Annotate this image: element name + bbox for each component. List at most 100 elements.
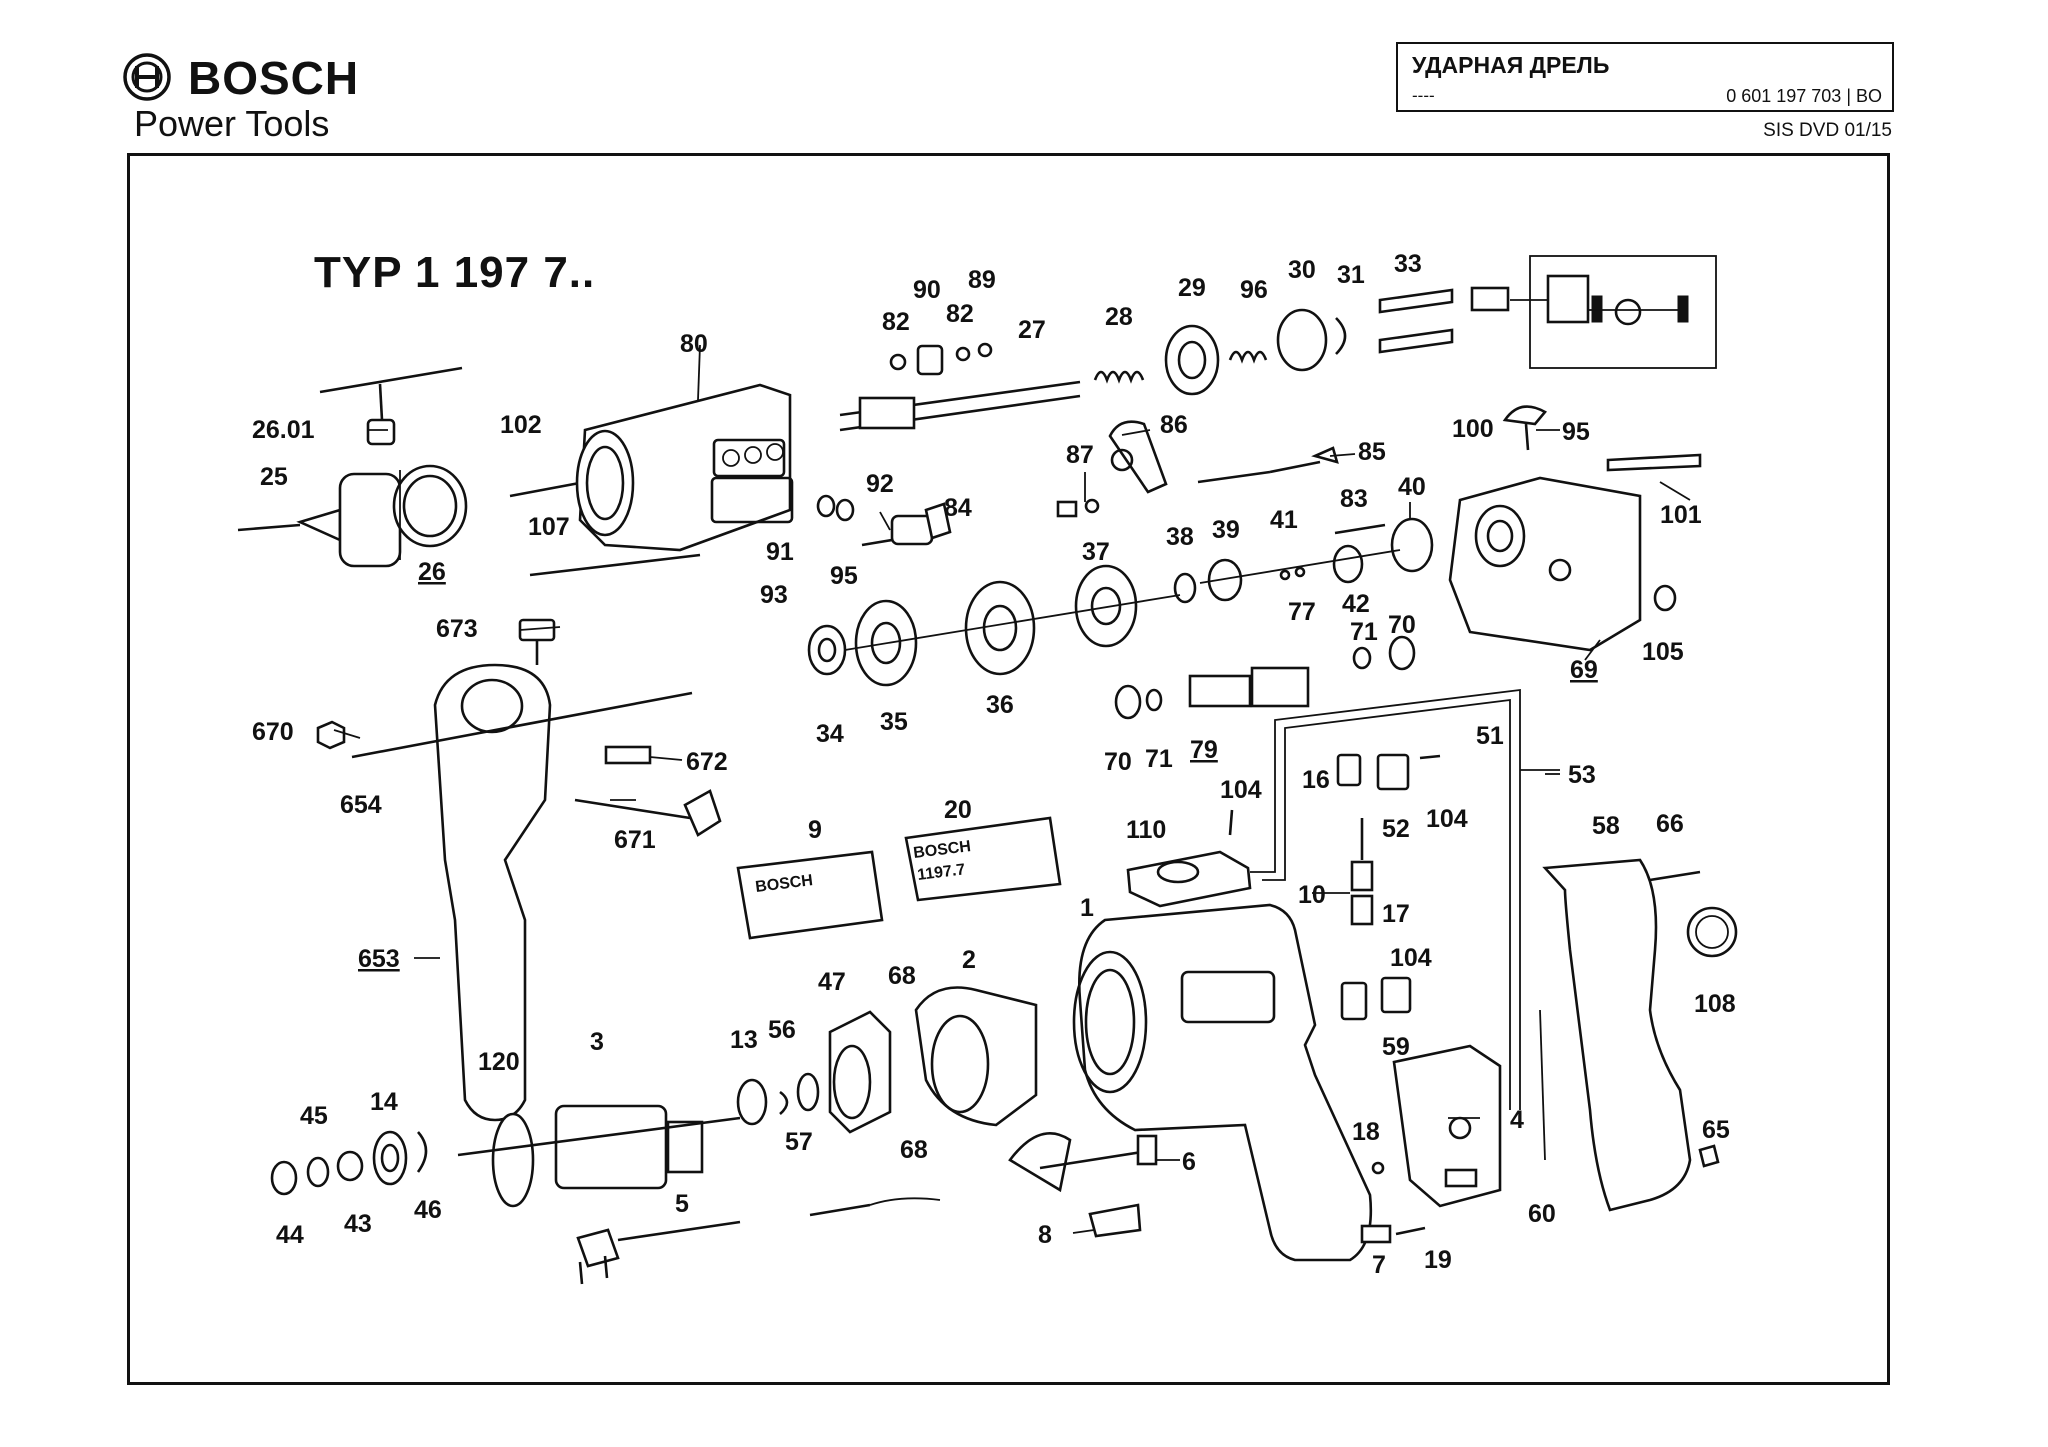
label-7: 7 [1372, 1251, 1386, 1279]
drill-chuck-drawing [237, 464, 468, 568]
exploded-parts-diagram: BOSCH BOSCH 1197.7 [237, 250, 1738, 1285]
label-82a: 82 [882, 308, 910, 336]
label-4: 4 [1510, 1106, 1524, 1134]
label-29: 29 [1178, 274, 1206, 302]
label-654: 654 [340, 791, 382, 819]
bearing-spring-set-drawing [1093, 308, 1347, 396]
label-16: 16 [1302, 766, 1330, 794]
label-58: 58 [1592, 812, 1620, 840]
label-52: 52 [1382, 815, 1410, 843]
label-34: 34 [816, 720, 844, 748]
switch-drawing [1126, 809, 1252, 908]
label-79: 79 [1190, 736, 1218, 764]
label-33: 33 [1394, 250, 1422, 278]
label-9: 9 [808, 816, 822, 844]
label-38: 38 [1166, 523, 1194, 551]
label-19: 19 [1424, 1246, 1452, 1274]
label-107: 107 [528, 513, 570, 541]
label-91: 91 [766, 538, 794, 566]
label-51: 51 [1476, 722, 1504, 750]
label-26: 26 [418, 558, 446, 586]
label-6: 6 [1182, 1148, 1196, 1176]
label-45: 45 [300, 1102, 328, 1130]
drive-gear-parts-drawing [889, 342, 993, 376]
shift-lever-drawing [1056, 420, 1339, 518]
label-68b: 68 [900, 1136, 928, 1164]
document-title: УДАРНАЯ ДРЕЛЬ [1412, 52, 1610, 78]
label-31: 31 [1337, 261, 1365, 289]
label-93: 93 [760, 581, 788, 609]
spindle-drawing [839, 380, 1081, 432]
label-36: 36 [986, 691, 1014, 719]
bracket-33-drawing [1378, 288, 1454, 354]
label-77: 77 [1288, 598, 1316, 626]
drawing-frame [127, 153, 1890, 1385]
label-3: 3 [590, 1028, 604, 1056]
label-56: 56 [768, 1016, 796, 1044]
armature-drawing [457, 1072, 820, 1208]
wiring-schematic-drawing [1470, 255, 1717, 369]
wiring-harness-drawing [1250, 688, 1560, 1161]
label-92: 92 [866, 470, 894, 498]
gear-housing-drawing [575, 383, 794, 552]
label-42: 42 [1342, 590, 1370, 618]
brush-holders-drawing [1336, 753, 1441, 1021]
label-83: 83 [1340, 485, 1368, 513]
label-104c: 104 [1390, 944, 1432, 972]
label-2: 2 [962, 946, 976, 974]
label-13: 13 [730, 1026, 758, 1054]
label-60: 60 [1528, 1200, 1556, 1228]
label-17: 17 [1382, 900, 1410, 928]
gear-train-drawing [807, 564, 1181, 687]
label-66: 66 [1656, 810, 1684, 838]
label-35: 35 [880, 708, 908, 736]
selector-knob-drawing [816, 494, 952, 547]
bosch-armature-icon [123, 53, 171, 101]
label-70a: 70 [1388, 611, 1416, 639]
label-39: 39 [1212, 516, 1240, 544]
label-670: 670 [252, 718, 294, 746]
cord-clamp-drawing [1008, 1132, 1158, 1238]
label-70b: 70 [1104, 748, 1132, 776]
document-subtitle: ---- [1412, 86, 1435, 105]
brand-subtitle: Power Tools [134, 103, 330, 144]
rating-plate-drawing [1686, 906, 1738, 958]
label-18: 18 [1352, 1118, 1380, 1146]
label-37: 37 [1082, 538, 1110, 566]
label-10: 10 [1298, 881, 1326, 909]
switch-lever-drawing [1502, 405, 1702, 472]
power-cord-drawing [576, 1197, 941, 1285]
label-28: 28 [1105, 303, 1133, 331]
intermediate-shaft-parts-drawing [1173, 517, 1434, 604]
label-44: 44 [276, 1221, 304, 1249]
label-71b: 71 [1145, 745, 1173, 773]
label-653: 653 [358, 945, 400, 973]
plate-9-text: BOSCH [754, 872, 813, 896]
label-108: 108 [1694, 990, 1736, 1018]
housing-half-drawing [1542, 858, 1701, 1212]
label-53: 53 [1568, 761, 1596, 789]
label-27: 27 [1018, 316, 1046, 344]
label-100: 100 [1452, 415, 1494, 443]
label-40: 40 [1398, 473, 1426, 501]
label-671: 671 [614, 826, 656, 854]
plate-20-brand: BOSCH [912, 838, 971, 862]
label-57: 57 [785, 1128, 813, 1156]
label-96: 96 [1240, 276, 1268, 304]
label-59: 59 [1382, 1033, 1410, 1061]
bosch-logo: BOSCH [122, 52, 422, 102]
auxiliary-handle-drawing [316, 618, 722, 1122]
label-71a: 71 [1350, 618, 1378, 646]
label-110: 110 [1126, 816, 1166, 844]
label-20: 20 [944, 796, 972, 824]
motor-housing-drawing [1072, 903, 1373, 1262]
label-102: 102 [500, 411, 542, 439]
chuck-key-drawing [319, 366, 463, 446]
label-69: 69 [1570, 656, 1598, 684]
label-1: 1 [1080, 894, 1094, 922]
label-43: 43 [344, 1210, 372, 1238]
field-coil-drawing [828, 986, 1038, 1134]
label-87: 87 [1066, 441, 1094, 469]
label-104b: 104 [1426, 805, 1468, 833]
label-120: 120 [478, 1048, 520, 1076]
